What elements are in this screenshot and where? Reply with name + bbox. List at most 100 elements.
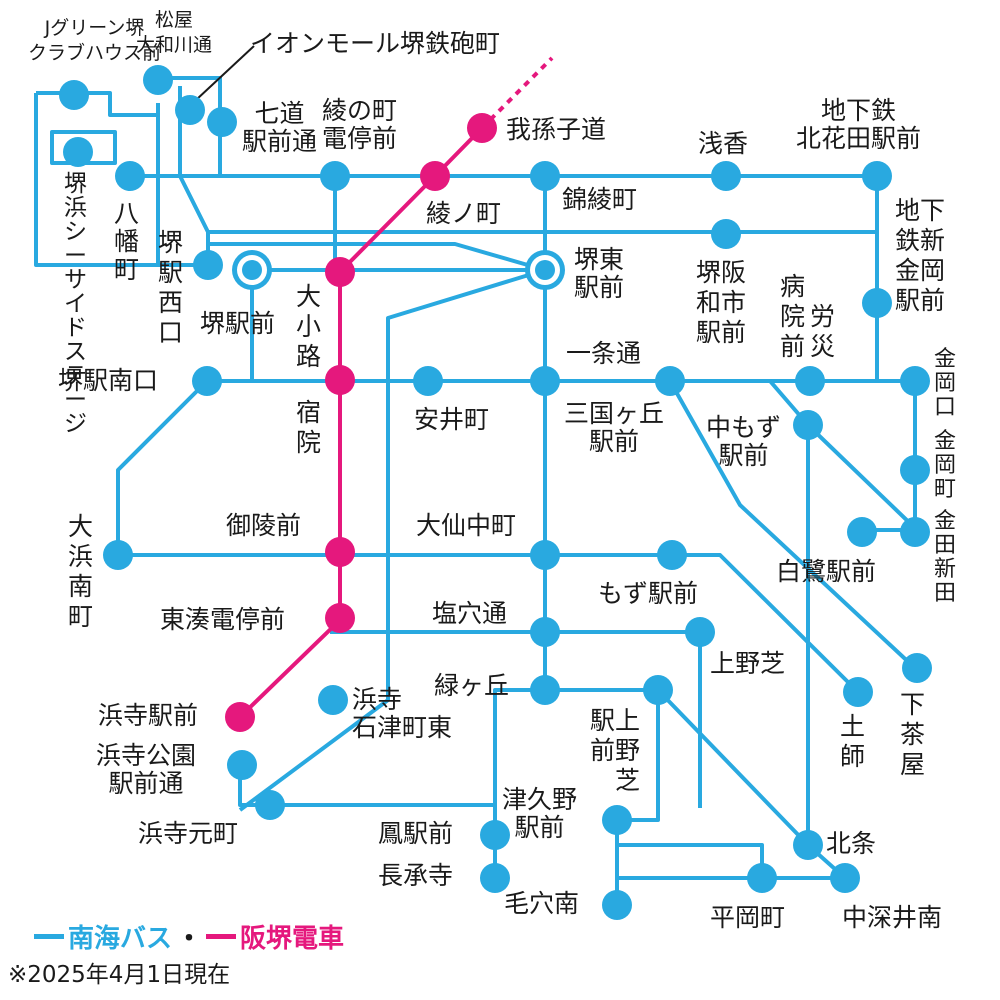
bus-route: [668, 380, 919, 672]
legend-tram-label: 阪堺電車: [240, 924, 345, 954]
label-kitahanada: 地下鉄 北花田駅前: [796, 96, 922, 153]
label-midorigaoka: 緑ヶ丘: [434, 671, 510, 700]
tram-stop-hamadera-ekimae: [225, 702, 255, 732]
stop-shinkanaoka: [862, 288, 892, 318]
transfer-hubs: [232, 250, 565, 290]
label-hokujo: 北条: [826, 829, 877, 858]
hub-sakai-station: [232, 250, 272, 290]
stop-keanami: [602, 890, 632, 920]
label-hamadera-ishizu: 浜寺 石津町東: [352, 685, 453, 742]
stop-daisen-nakamachi: [530, 540, 560, 570]
legend-bus-label: 南海バス: [68, 924, 173, 954]
stop-sakaieki-nishiguchi: [193, 250, 223, 280]
legend-bus-line: [34, 934, 64, 939]
bus-route: [50, 130, 117, 165]
label-kanaokacho: 金岡町: [934, 429, 957, 502]
stop-sakaihama: [63, 137, 93, 167]
bus-route-lines: [34, 76, 919, 905]
label-sakaieki-minamiguchi: 堺駅南口: [58, 366, 159, 395]
label-hiraokacho: 平岡町: [710, 903, 786, 932]
label-sakaieki-mae: 堺駅前: [200, 309, 276, 338]
stop-hajishi: [843, 677, 873, 707]
label-hamadera-koen: 浜寺公園 駅前通: [96, 741, 197, 798]
label-shukuin: 宿院: [296, 398, 322, 457]
label-asaka: 浅香: [698, 129, 749, 158]
stop-uenoshiba: [685, 617, 715, 647]
label-yasuicho: 安井町: [414, 405, 490, 434]
label-keanami: 毛穴南: [504, 889, 580, 918]
bus-route: [862, 381, 917, 532]
legend: 南海バス ・ 阪堺電車: [34, 918, 344, 955]
label-matsuya: 松屋 大和川通: [136, 9, 213, 56]
label-hamadera-motomachi: 浜寺元町: [138, 819, 239, 848]
stop-sakaihanwa-b: [655, 366, 685, 396]
stop-hamadera-koen: [227, 750, 257, 780]
label-kamino-shiba: 駅上 前野 芝: [590, 706, 641, 795]
label-nishikiayacho: 錦綾町: [562, 185, 638, 214]
tram-stop-ayanocho: [420, 161, 450, 191]
label-ohama-minami: 大浜南町: [68, 512, 94, 631]
legend-bus: 南海バス: [34, 918, 172, 955]
label-hajishi: 土師: [840, 712, 866, 771]
stop-kamino-shiba: [643, 675, 673, 705]
label-oshoji: 大小路: [296, 282, 322, 371]
bus-route: [493, 688, 545, 878]
stop-ichijodori: [530, 366, 560, 396]
label-sakaihama: 堺浜シーサイドステージ: [64, 171, 87, 437]
stop-hokujo: [793, 830, 823, 860]
stop-mozu: [657, 540, 687, 570]
stop-chojoji: [480, 863, 510, 893]
label-j-green: Jグリーン堺 クラブハウス前: [28, 17, 162, 64]
stop-midorigaoka: [530, 675, 560, 705]
stop-tsukuno: [602, 805, 632, 835]
label-kanaokaguchi: 金岡口: [934, 347, 957, 420]
stop-nakamozu: [793, 410, 823, 440]
stop-sakaieki-minamiguchi: [192, 366, 222, 396]
stop-nakafukai: [830, 863, 860, 893]
label-kanedashinden: 金田新田: [934, 509, 957, 606]
stop-kanaokaguchi: [900, 366, 930, 396]
stop-kanedashinden-w: [847, 517, 877, 547]
legend-tram-line: [206, 934, 237, 939]
stop-aeon: [175, 95, 205, 125]
hub-sakaihigashi: [525, 250, 565, 290]
bus-route: [768, 379, 919, 532]
label-shichido: 七道 駅前通: [242, 99, 318, 156]
stop-hamadera-motomachi: [255, 790, 285, 820]
stop-shioanadori: [530, 617, 560, 647]
tram-stop-higashiminato: [325, 603, 355, 633]
label-ayanocho: 綾ノ町: [426, 199, 502, 228]
label-goryomae: 御陵前: [226, 511, 302, 540]
stop-hiraokacho: [747, 863, 777, 893]
stop-kanedashinden: [900, 517, 930, 547]
stop-yawata: [115, 161, 145, 191]
label-tsukuno: 津久野 駅前: [502, 785, 578, 842]
label-ayanocho-tei: 綾の町 電停前: [322, 96, 398, 153]
label-shinkanaoka: 地下鉄新金岡駅前: [895, 196, 946, 315]
bus-route: [238, 268, 546, 812]
label-hamadera-ekimae: 浜寺駅前: [98, 701, 199, 730]
label-ichijodori: 一条通: [566, 339, 642, 368]
label-sakaihigashi: 堺東 駅前: [574, 245, 625, 302]
stop-j-green: [59, 80, 89, 110]
tram-line-extension: [480, 56, 554, 130]
stop-hamadera-ishizu: [318, 685, 348, 715]
label-uenoshiba: 上野芝: [710, 649, 786, 678]
bus-route: [116, 379, 209, 555]
label-higashiminato: 東湊電停前: [160, 605, 286, 634]
stop-yasuicho: [413, 366, 443, 396]
tram-stop-abikomichi: [467, 113, 497, 143]
stop-otori: [480, 820, 510, 850]
label-mikunigaoka: 三国ヶ丘 駅前: [564, 399, 665, 456]
bus-route: [545, 688, 847, 880]
stop-kitahanada: [862, 161, 892, 191]
bus-route: [118, 553, 860, 694]
label-sakaihanwa: 堺阪和市駅前: [696, 258, 747, 347]
stop-matsuya: [143, 65, 173, 95]
label-abikomichi: 我孫子道: [506, 115, 607, 144]
stop-rosai: [795, 366, 825, 396]
stop-ayanocho-tei: [320, 161, 350, 191]
label-shioanadori: 塩穴通: [432, 599, 508, 628]
bus-route: [178, 175, 877, 234]
